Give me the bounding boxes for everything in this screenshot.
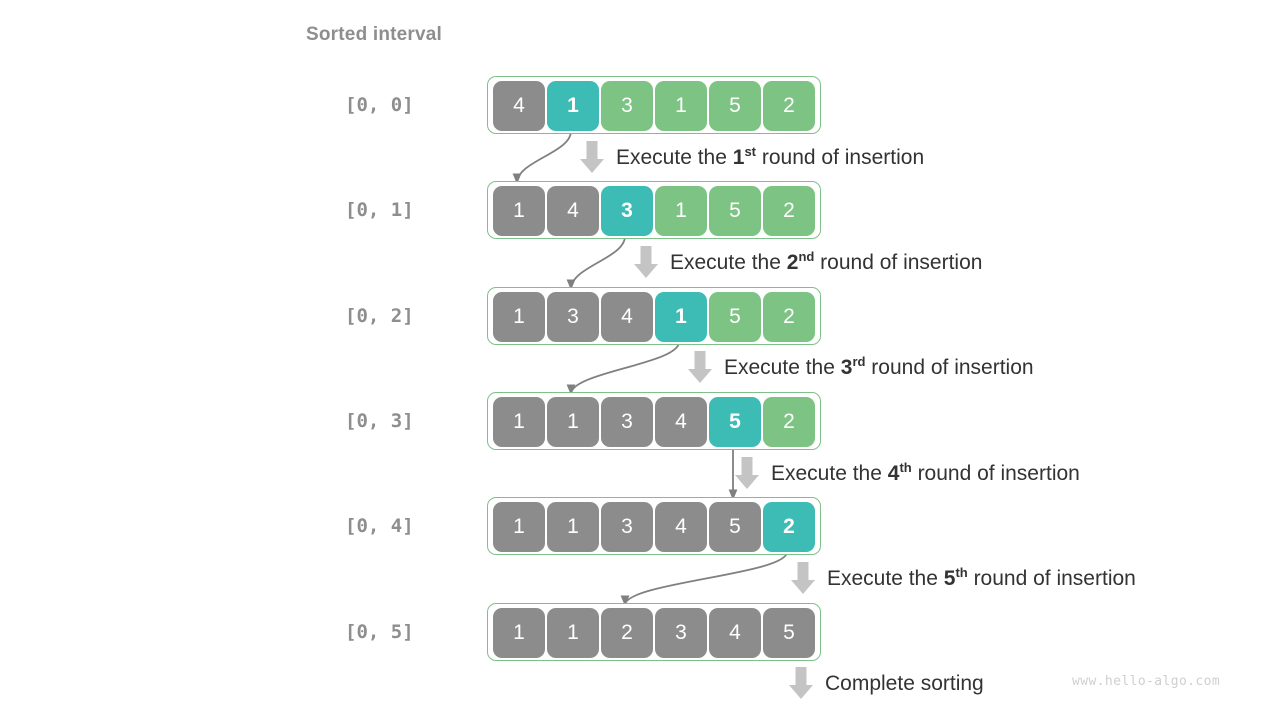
array-cell[interactable]: 2 bbox=[763, 292, 815, 342]
annotation-prefix: Execute the bbox=[616, 145, 733, 169]
round-annotation: Execute the 4th round of insertion bbox=[733, 453, 1080, 493]
array-cell[interactable]: 1 bbox=[655, 292, 707, 342]
array-cell[interactable]: 3 bbox=[601, 186, 653, 236]
array-cell[interactable]: 5 bbox=[709, 397, 761, 447]
array-cell[interactable]: 1 bbox=[493, 397, 545, 447]
array-cell[interactable]: 2 bbox=[763, 81, 815, 131]
array-cell[interactable]: 5 bbox=[709, 502, 761, 552]
sorted-interval-label: [0, 2] bbox=[345, 305, 414, 327]
element-move-arrow bbox=[566, 235, 626, 291]
array-cell[interactable]: 1 bbox=[547, 81, 599, 131]
round-annotation-text: Execute the 2nd round of insertion bbox=[670, 248, 983, 274]
array-cell[interactable]: 4 bbox=[655, 397, 707, 447]
array-cell[interactable]: 4 bbox=[655, 502, 707, 552]
annotation-prefix: Execute the bbox=[827, 566, 944, 590]
array-cell[interactable]: 3 bbox=[601, 81, 653, 131]
annotation-rest: round of insertion bbox=[911, 461, 1080, 485]
round-annotation-text: Execute the 3rd round of insertion bbox=[724, 353, 1034, 379]
complete-sorting-text: Complete sorting bbox=[825, 671, 984, 695]
array-cell[interactable]: 3 bbox=[601, 502, 653, 552]
round-annotation: Execute the 5th round of insertion bbox=[789, 558, 1136, 598]
annotation-rest: round of insertion bbox=[865, 355, 1034, 379]
array-cell[interactable]: 1 bbox=[493, 502, 545, 552]
annotation-prefix: Execute the bbox=[724, 355, 841, 379]
watermark: www.hello-algo.com bbox=[1072, 674, 1221, 689]
sorted-interval-label: [0, 0] bbox=[345, 94, 414, 116]
round-ordinal-suffix: rd bbox=[852, 353, 866, 369]
down-arrow-icon bbox=[578, 140, 606, 174]
array-cell[interactable]: 1 bbox=[547, 608, 599, 658]
down-arrow-icon bbox=[686, 350, 714, 384]
down-arrow-icon bbox=[789, 561, 817, 595]
annotation-rest: round of insertion bbox=[756, 145, 925, 169]
round-annotation: Execute the 1st round of insertion bbox=[578, 137, 924, 177]
array-cell[interactable]: 2 bbox=[763, 397, 815, 447]
round-annotation-text: Execute the 4th round of insertion bbox=[771, 459, 1080, 485]
element-move-arrow bbox=[512, 130, 572, 185]
round-ordinal-suffix: st bbox=[744, 143, 757, 159]
round-annotation: Execute the 2nd round of insertion bbox=[632, 242, 982, 282]
sorted-interval-label: [0, 5] bbox=[345, 621, 414, 643]
element-move-arrow bbox=[620, 551, 788, 607]
annotation-prefix: Execute the bbox=[771, 461, 888, 485]
array-cell[interactable]: 1 bbox=[547, 397, 599, 447]
array-cell[interactable]: 1 bbox=[547, 502, 599, 552]
array-cell[interactable]: 4 bbox=[601, 292, 653, 342]
round-ordinal-number: 3 bbox=[840, 355, 853, 379]
array-cell[interactable]: 2 bbox=[763, 502, 815, 552]
annotation-prefix: Execute the bbox=[670, 250, 787, 274]
down-arrow-icon bbox=[787, 666, 815, 700]
array-cell[interactable]: 2 bbox=[601, 608, 653, 658]
sorted-interval-label: [0, 1] bbox=[345, 199, 414, 221]
round-annotation-text: Execute the 5th round of insertion bbox=[827, 564, 1136, 590]
element-move-arrow bbox=[566, 341, 680, 396]
round-ordinal-number: 1 bbox=[732, 145, 745, 169]
array-cell[interactable]: 1 bbox=[655, 186, 707, 236]
array-cell[interactable]: 5 bbox=[709, 186, 761, 236]
down-arrow-icon bbox=[733, 456, 761, 490]
array-cell[interactable]: 1 bbox=[493, 186, 545, 236]
array-cell[interactable]: 2 bbox=[763, 186, 815, 236]
round-ordinal-number: 5 bbox=[943, 566, 956, 590]
round-ordinal-suffix: nd bbox=[798, 248, 815, 264]
round-ordinal-suffix: th bbox=[955, 564, 968, 580]
annotation-rest: round of insertion bbox=[814, 250, 983, 274]
array-cell[interactable]: 5 bbox=[709, 81, 761, 131]
down-arrow-icon bbox=[632, 245, 660, 279]
round-annotation-text: Execute the 1st round of insertion bbox=[616, 143, 925, 169]
array-cell[interactable]: 5 bbox=[709, 292, 761, 342]
complete-sorting-annotation: Complete sorting bbox=[787, 663, 984, 703]
round-ordinal-number: 2 bbox=[786, 250, 799, 274]
array-cell[interactable]: 3 bbox=[601, 397, 653, 447]
array-cell[interactable]: 3 bbox=[547, 292, 599, 342]
array-cell[interactable]: 1 bbox=[655, 81, 707, 131]
round-ordinal-number: 4 bbox=[887, 461, 900, 485]
round-ordinal-suffix: th bbox=[899, 459, 912, 475]
array-cell[interactable]: 1 bbox=[493, 292, 545, 342]
array-cell[interactable]: 4 bbox=[493, 81, 545, 131]
array-cell[interactable]: 5 bbox=[763, 608, 815, 658]
array-cell[interactable]: 3 bbox=[655, 608, 707, 658]
annotation-rest: round of insertion bbox=[967, 566, 1136, 590]
sorted-interval-label: [0, 4] bbox=[345, 515, 414, 537]
array-cell[interactable]: 4 bbox=[709, 608, 761, 658]
array-cell[interactable]: 4 bbox=[547, 186, 599, 236]
page-title: Sorted interval bbox=[306, 24, 443, 45]
round-annotation: Execute the 3rd round of insertion bbox=[686, 347, 1034, 387]
sorted-interval-label: [0, 3] bbox=[345, 410, 414, 432]
array-cell[interactable]: 1 bbox=[493, 608, 545, 658]
